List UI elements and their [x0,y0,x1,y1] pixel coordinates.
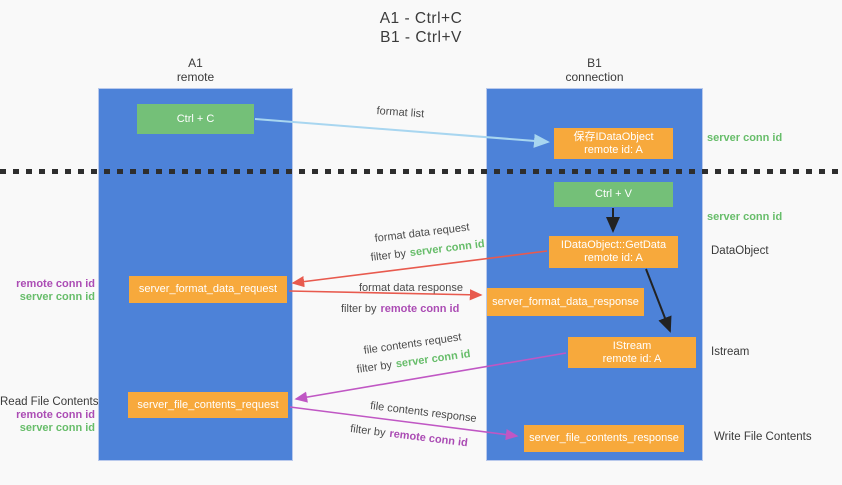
filter-by-text: filter by [370,247,407,264]
save-idataobject-line2: remote id: A [584,143,643,156]
lane-b-name: B1 [587,56,602,70]
server-conn-id-text: server conn id [395,348,472,371]
node-server-format-data-request: server_format_data_request [129,276,287,303]
label-server-conn-id-left-1: server conn id [19,291,95,303]
remote-conn-id-text: remote conn id [388,427,469,450]
label-read-file-contents: Read File Contents [0,396,99,408]
left-conn-id-group-format: remote conn id server conn id [0,278,95,304]
file-response-label: server_file_contents_response [529,432,679,444]
left-conn-id-group-file: Read File Contents remote conn id server… [0,395,99,435]
getdata-line1: IDataObject::GetData [560,239,667,251]
lane-a-header: A1 remote [98,56,293,84]
label-istream: Istream [711,346,750,358]
getdata-line2: remote id: A [584,252,643,264]
label-dataobject: DataObject [711,245,769,257]
filter-by-text: filter by [341,303,377,315]
node-istream: IStream remote id: A [568,337,696,368]
title-line-1: A1 - Ctrl+C [379,10,463,27]
node-server-format-data-response: server_format_data_response [487,288,644,316]
node-ctrl-c: Ctrl + C [137,104,254,134]
filter-by-text: filter by [356,359,393,376]
node-save-idataobject: 保存IDataObject remote id: A [554,128,673,159]
node-server-file-contents-request: server_file_contents_request [128,392,288,418]
node-server-file-contents-response: server_file_contents_response [524,425,684,452]
format-request-label: server_format_data_request [138,283,278,295]
ctrl-v-label: Ctrl + V [595,188,632,200]
save-idataobject-line1: 保存IDataObject [573,130,654,143]
node-idataobject-getdata: IDataObject::GetData remote id: A [549,236,678,268]
istream-line2: remote id: A [602,352,662,365]
lane-b-role: connection [565,70,624,84]
label-file-contents-response: file contents response [369,400,478,425]
label-format-list: format list [376,105,425,121]
label-server-conn-id-left-2: server conn id [19,422,95,434]
label-format-data-response: format data response [359,282,463,294]
server-conn-id-text: server conn id [409,238,486,260]
file-request-label: server_file_contents_request [137,398,279,411]
label-remote-conn-id-left-1: remote conn id [16,278,95,290]
node-ctrl-v: Ctrl + V [554,182,673,207]
filter-by-text: filter by [349,423,387,440]
ctrl-c-label: Ctrl + C [176,112,215,125]
lane-a-role: remote [176,70,215,84]
diagram-title: A1 - Ctrl+C B1 - Ctrl+V [0,9,842,47]
istream-line1: IStream [612,339,652,352]
title-line-2: B1 - Ctrl+V [380,29,462,46]
lane-a-name: A1 [188,56,203,70]
label-server-conn-id-top-right: server conn id [707,132,783,144]
remote-conn-id-text: remote conn id [380,303,460,315]
format-response-label: server_format_data_response [492,295,639,308]
label-server-conn-id-middle-right: server conn id [707,211,783,223]
lane-b-header: B1 connection [486,56,703,84]
copy-paste-separator-line [0,169,842,174]
label-remote-conn-id-left-2: remote conn id [16,409,95,421]
label-write-file-contents: Write File Contents [714,431,812,443]
